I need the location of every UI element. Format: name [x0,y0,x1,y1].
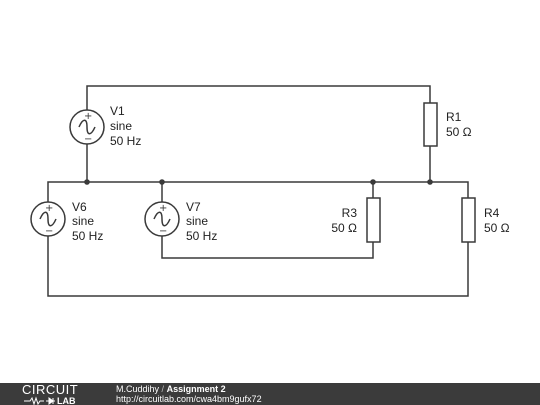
v6-type: sine [72,214,94,228]
junction-node-v1 [84,179,90,185]
logo-diode-icon [46,397,55,405]
resistor-icon [461,197,476,243]
plus-sign: + [45,203,53,214]
v1-type: sine [110,119,132,133]
wire-middle-rail [47,181,469,202]
r4-name: R4 [484,206,500,220]
footer-bar: CIRCUIT LAB M.Cuddihy / Assignment 2 htt… [0,383,540,405]
logo-circuit-text: CIRCUIT [22,383,78,397]
voltage-source-v1[interactable]: + − V1 sine 50 Hz [69,104,141,148]
r1-name: R1 [446,110,462,124]
plus-sign: + [159,203,167,214]
junction-node-r3 [370,179,376,185]
r1-value: 50 Ω [446,125,472,139]
v6-name: V6 [72,200,87,214]
resistor-icon [366,197,381,243]
sine-wave-icon [39,211,57,227]
wire-top [86,85,431,110]
voltage-source-v7[interactable]: + − V7 sine 50 Hz [144,200,217,243]
attribution-separator: / [161,384,165,394]
resistor-r4[interactable]: R4 50 Ω [461,197,510,243]
plus-sign: + [84,111,92,122]
minus-sign: − [45,226,53,237]
logo-lab-text: LAB [57,396,76,405]
resistor-icon [423,102,438,147]
v1-name: V1 [110,104,125,118]
sine-wave-icon [78,119,96,135]
circuit-title[interactable]: Assignment 2 [166,384,226,394]
sine-wave-icon [153,211,171,227]
v6-frequency: 50 Hz [72,229,103,243]
logo-resistor-icon [24,396,44,405]
resistor-r1[interactable]: R1 50 Ω [423,102,472,147]
v1-frequency: 50 Hz [110,134,141,148]
r3-name: R3 [342,206,358,220]
footer-text: M.Cuddihy / Assignment 2 http://circuitl… [116,384,262,404]
attribution-line: M.Cuddihy / Assignment 2 [116,384,262,394]
wire-inner-loop [161,236,374,259]
minus-sign: − [84,134,92,145]
v7-name: V7 [186,200,201,214]
minus-sign: − [159,226,167,237]
v7-type: sine [186,214,208,228]
junction-node-r1 [427,179,433,185]
circuitlab-logo[interactable]: CIRCUIT LAB [22,383,92,405]
r4-value: 50 Ω [484,221,510,235]
circuit-schematic: + − V1 sine 50 Hz + − V6 sine 50 Hz + − … [30,85,510,297]
v7-frequency: 50 Hz [186,229,217,243]
voltage-source-v6[interactable]: + − V6 sine 50 Hz [30,200,103,243]
author-name[interactable]: M.Cuddihy [116,384,160,394]
circuit-url[interactable]: http://circuitlab.com/cwa4bm9gufx72 [116,394,262,404]
r3-value: 50 Ω [331,221,357,235]
wire-outer-loop [47,236,469,297]
junction-node-v7 [159,179,165,185]
resistor-r3[interactable]: R3 50 Ω [331,197,381,243]
